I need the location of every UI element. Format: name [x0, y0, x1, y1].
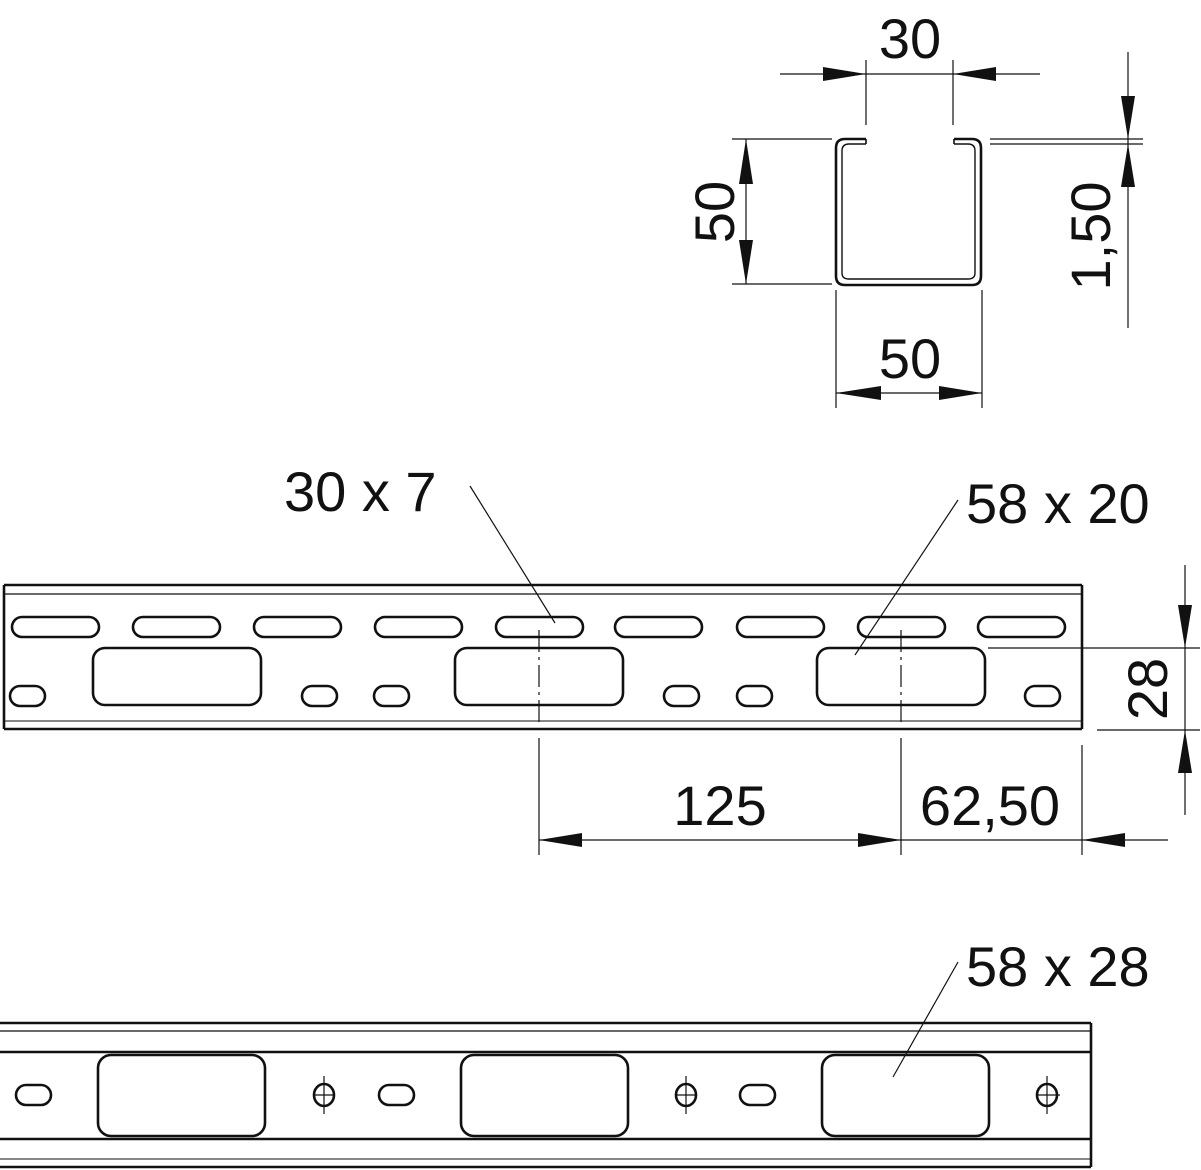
round-hole — [312, 1076, 336, 1114]
top-slot-row — [10, 615, 1067, 639]
small-oblong-hole — [372, 684, 411, 708]
round-hole — [1035, 1076, 1060, 1114]
slot-30x7 — [373, 615, 464, 639]
small-oblong-hole — [662, 684, 701, 708]
slot-58x28 — [459, 1053, 630, 1138]
dim-profile-height-label: 28 — [1116, 658, 1179, 720]
callout-slot-58x20: 58 x 20 — [966, 472, 1150, 535]
dim-thickness-label: 1,50 — [1059, 182, 1122, 291]
small-oblong-hole — [8, 684, 47, 708]
slot-30x7 — [735, 615, 826, 639]
dim-height-label: 50 — [683, 181, 746, 243]
small-oblong-hole — [300, 684, 339, 708]
dim-opening-label: 30 — [879, 7, 941, 70]
round-hole — [674, 1076, 698, 1114]
slot-30x7 — [10, 615, 101, 639]
slot-58x28 — [96, 1053, 267, 1138]
slot-30x7 — [252, 615, 343, 639]
callout-slot-30x7: 30 x 7 — [284, 460, 437, 523]
small-oblong-hole — [1023, 684, 1062, 708]
small-oblong-hole — [377, 1083, 416, 1107]
slot-30x7 — [976, 615, 1067, 639]
dim-width-label: 50 — [879, 327, 941, 390]
dim-end-offset-label: 62,50 — [920, 774, 1060, 837]
slot-58x20 — [91, 646, 263, 707]
slot-30x7 — [613, 615, 704, 639]
callout-slot-58x28: 58 x 28 — [966, 935, 1150, 998]
small-oblong-hole — [735, 684, 774, 708]
slot-30x7 — [131, 615, 222, 639]
dim-hole-pitch-label: 125 — [673, 774, 766, 837]
side-view: 58 x 28 — [0, 935, 1150, 1169]
small-oblong-hole — [14, 1083, 53, 1107]
front-view: 30 x 7 58 x 20 125 62,50 28 — [2, 460, 1200, 855]
small-oblong-hole — [738, 1083, 777, 1107]
cross-section-view: 30 50 50 1,50 — [683, 7, 1143, 408]
slot-58x28 — [820, 1053, 991, 1138]
